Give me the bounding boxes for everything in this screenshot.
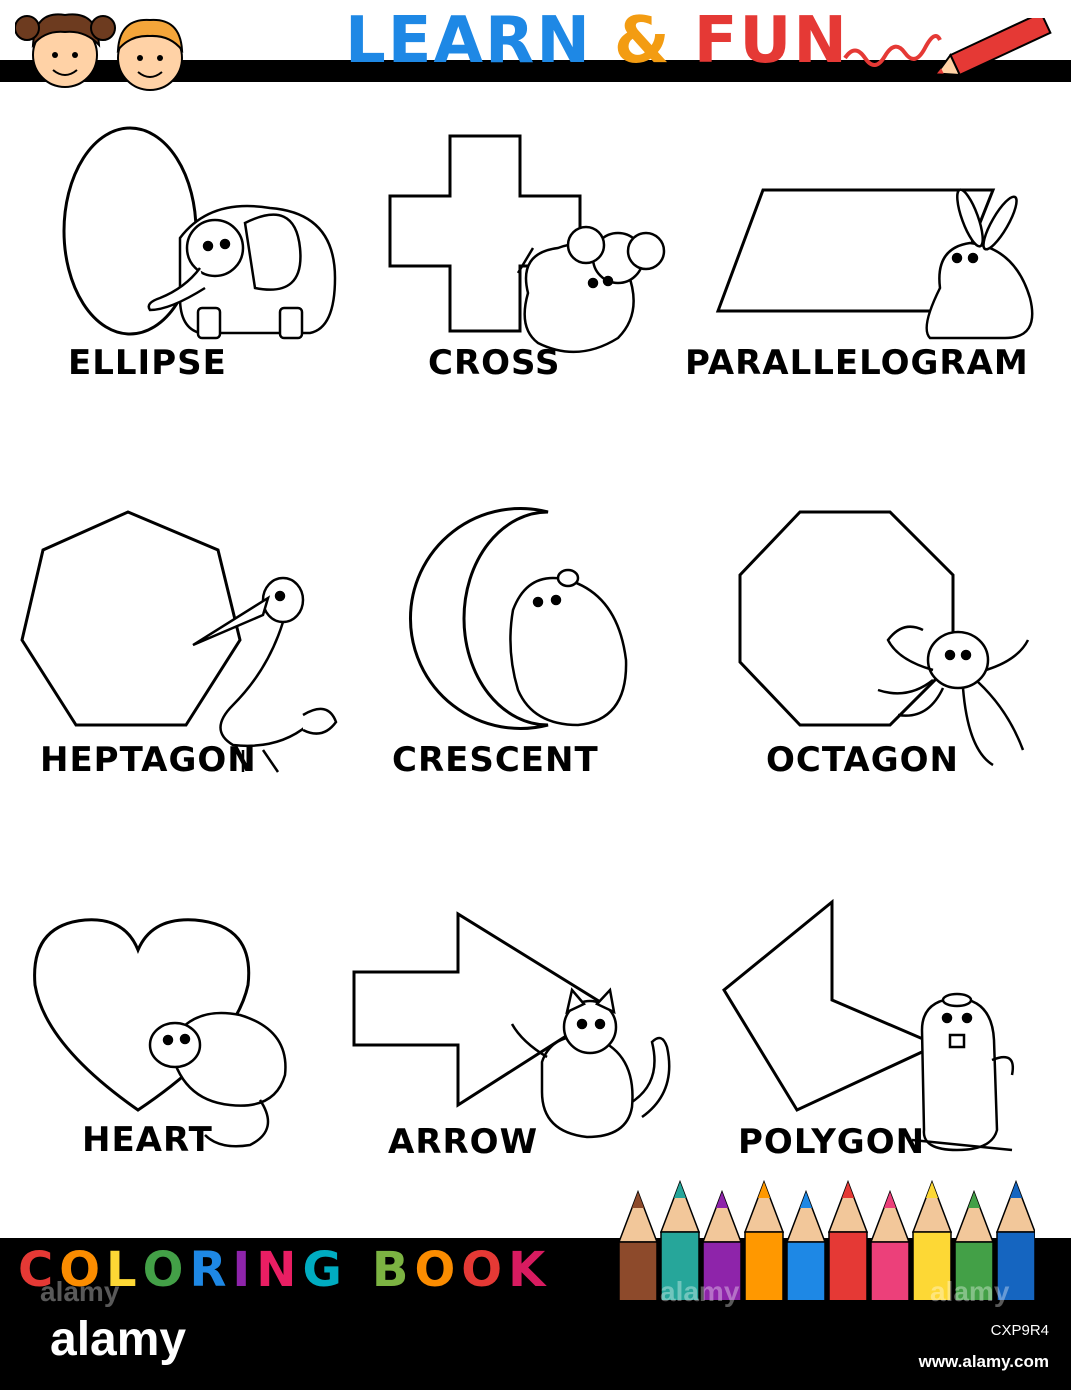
- ellipse-shape-drawing: [62, 126, 337, 340]
- shape-label: HEART: [82, 1120, 213, 1160]
- title-letter: L: [345, 4, 388, 78]
- pencil-icon: [827, 1179, 869, 1303]
- banner-letter: G: [302, 1242, 348, 1298]
- banner-letter: O: [461, 1242, 509, 1298]
- heart-shape-drawing: [33, 918, 287, 1148]
- shape-label: ELLIPSE: [68, 343, 227, 383]
- shape-label: HEPTAGON: [40, 740, 257, 780]
- shape-label: PARALLELOGRAM: [685, 343, 1029, 383]
- learn-and-fun-title: LEARN&FUN: [345, 4, 849, 78]
- title-letter: N: [793, 4, 849, 78]
- octopus-icon: [877, 625, 1030, 767]
- heptagon-shape-drawing: [20, 510, 338, 773]
- shape-label: CRESCENT: [392, 740, 599, 780]
- title-letter: A: [433, 4, 486, 78]
- red-pencil-squiggle-icon: [843, 18, 1052, 77]
- title-letter: N: [536, 4, 592, 78]
- shape-label: POLYGON: [738, 1122, 926, 1162]
- title-letter: R: [485, 4, 537, 78]
- pencil-icon: [995, 1179, 1035, 1303]
- cross-shape-drawing: [388, 134, 666, 354]
- banner-letter: R: [189, 1242, 233, 1298]
- pencil-icon: [701, 1189, 743, 1303]
- shape-card-heptagon: HEPTAGON: [18, 510, 348, 790]
- pencil-icon: [785, 1189, 827, 1303]
- alamy-logo: alamy: [50, 1313, 187, 1366]
- colored-pencils-illustration: [617, 1179, 1035, 1303]
- header-black-strip: [0, 60, 1071, 82]
- pencil-icon: [617, 1189, 659, 1303]
- banner-letter: I: [232, 1242, 257, 1298]
- elephant-icon: [147, 204, 337, 340]
- octagon-shape-drawing: [738, 510, 1030, 767]
- banner-letter: O: [414, 1242, 462, 1298]
- shape-card-crescent: CRESCENT: [388, 507, 658, 790]
- shape-label: ARROW: [388, 1122, 539, 1162]
- pencil-icon: [911, 1179, 953, 1303]
- pencil-icon: [743, 1179, 785, 1303]
- crescent-shape-drawing: [408, 507, 628, 730]
- shape-card-polygon: POLYGON: [722, 898, 1042, 1175]
- watermark: alamy: [40, 1276, 120, 1307]
- banner-letter: O: [142, 1242, 190, 1298]
- banner-letter: B: [371, 1242, 415, 1298]
- pencil-icon: [953, 1189, 995, 1303]
- banner-letter: O: [59, 1242, 107, 1298]
- bird-icon: [192, 576, 338, 773]
- pencil-icon: [869, 1189, 911, 1303]
- parallelogram-shape-drawing: [715, 188, 1034, 340]
- watermark: alamy: [660, 1276, 740, 1307]
- watermark: alamy: [930, 1276, 1010, 1307]
- polygon-shape-drawing: [722, 898, 1015, 1152]
- rabbit-icon: [925, 188, 1034, 340]
- shape-card-parallelogram: PARALLELOGRAM: [685, 188, 1055, 398]
- cat-icon: [510, 987, 671, 1139]
- image-id: CXP9R4: [990, 1322, 1049, 1339]
- hamster-icon: [509, 568, 628, 727]
- title-letter: E: [387, 4, 434, 78]
- arrow-shape-drawing: [352, 911, 671, 1139]
- title-letter: F: [693, 4, 740, 78]
- gopher-icon: [911, 992, 1015, 1152]
- banner-letter: L: [106, 1242, 143, 1298]
- shape-card-heart: HEART: [30, 915, 310, 1175]
- title-letter: &: [613, 4, 672, 78]
- banner-letter: N: [256, 1242, 303, 1298]
- title-letter: U: [739, 4, 794, 78]
- stock-footer: [0, 1300, 1071, 1390]
- ram-icon: [516, 225, 666, 354]
- shape-card-ellipse: ELLIPSE: [40, 126, 360, 388]
- banner-letter: K: [508, 1242, 552, 1298]
- shape-card-octagon: OCTAGON: [738, 510, 1048, 790]
- shape-label: CROSS: [428, 343, 561, 383]
- banner-letter: C: [18, 1242, 60, 1298]
- shape-card-cross: CROSS: [388, 133, 688, 393]
- shape-card-arrow: ARROW: [352, 911, 682, 1177]
- site-url: www.alamy.com: [918, 1352, 1049, 1371]
- mouse-icon: [148, 1011, 287, 1148]
- shape-label: OCTAGON: [766, 740, 959, 780]
- kids-faces-illustration: [15, 13, 184, 91]
- pencil-icon: [659, 1179, 701, 1303]
